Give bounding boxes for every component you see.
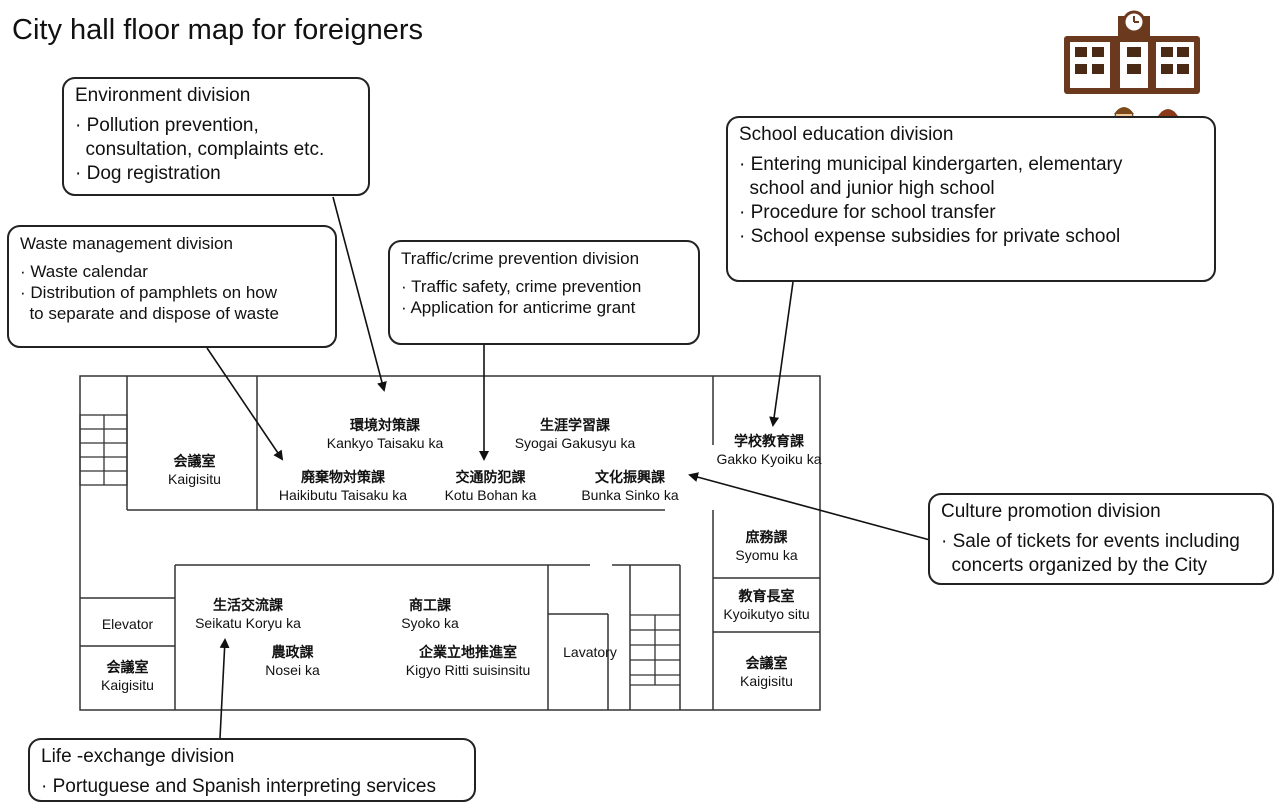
room-en: Kyoikutyo situ — [723, 606, 810, 622]
room-en: Syoko ka — [401, 615, 459, 631]
room-syomu: 庶務課 Syomu ka — [713, 528, 820, 564]
callout-heading: School education division — [739, 124, 954, 145]
room-jp: 交通防犯課 — [455, 469, 526, 485]
page-title: City hall floor map for foreigners — [12, 14, 423, 46]
room-en: Kaigisitu — [101, 677, 154, 693]
floor-plan-walls — [79, 375, 821, 711]
callout-item: consultation, complaints etc. — [75, 139, 325, 160]
arrow-life — [219, 638, 230, 739]
room-kaigisitu-upper: 会議室 Kaigisitu — [147, 452, 242, 488]
room-en: Elevator — [101, 616, 154, 632]
stairs-left — [79, 414, 128, 486]
callout-item: · Pollution prevention, — [75, 115, 259, 136]
room-en: Syogai Gakusyu ka — [514, 435, 636, 451]
room-haikibutu-taisaku: 廃棄物対策課 Haikibutu Taisaku ka — [258, 468, 428, 504]
room-en: Kaigisitu — [740, 673, 793, 689]
room-jp: 農政課 — [271, 644, 314, 660]
room-en: Kigyo Ritti suisinsitu — [405, 662, 531, 678]
room-en: Seikatu Koryu ka — [195, 615, 301, 631]
callout-item: · Distribution of pamphlets on how — [20, 283, 278, 302]
arrow-culture — [688, 472, 931, 541]
arrow-environment — [332, 196, 387, 392]
callout-item: · Dog registration — [75, 163, 221, 184]
room-nosei: 農政課 Nosei ka — [245, 643, 340, 679]
room-jp: 会議室 — [106, 659, 149, 675]
callout-traffic-crime-prevention-division: Traffic/crime prevention division · Traf… — [388, 240, 700, 345]
callout-heading: Life -exchange division — [41, 746, 235, 767]
arrows — [206, 196, 931, 739]
room-elevator: Elevator — [80, 615, 175, 633]
room-kaigisitu-lower-right: 会議室 Kaigisitu — [713, 654, 820, 690]
room-jp: 文化振興課 — [595, 469, 665, 485]
callout-culture-promotion-division: Culture promotion division · Sale of tic… — [928, 493, 1274, 585]
room-en: Kankyo Taisaku ka — [326, 435, 444, 451]
room-en: Syomu ka — [735, 547, 798, 563]
room-gakko-kyoiku: 学校教育課 Gakko Kyoiku ka — [704, 432, 834, 468]
room-en: Haikibutu Taisaku ka — [278, 487, 408, 503]
callout-item: · Procedure for school transfer — [739, 202, 996, 223]
callout-item: to separate and dispose of waste — [20, 304, 279, 323]
callout-heading: Waste management division — [20, 234, 233, 253]
room-jp: 教育長室 — [738, 588, 795, 604]
callout-item: · Traffic safety, crime prevention — [401, 277, 642, 296]
arrow-waste — [206, 347, 284, 461]
room-bunka-sinko: 文化振興課 Bunka Sinko ka — [565, 468, 695, 504]
room-en: Kotu Bohan ka — [444, 487, 537, 503]
room-jp: 環境対策課 — [350, 417, 420, 433]
room-syogai-gakusyu: 生涯学習課 Syogai Gakusyu ka — [500, 416, 650, 452]
callout-heading: Traffic/crime prevention division — [401, 249, 640, 268]
callout-item: · Waste calendar — [20, 262, 148, 281]
room-en: Lavatory — [563, 644, 617, 660]
callout-environment-division: Environment division · Pollution prevent… — [62, 77, 370, 196]
room-en: Nosei ka — [265, 662, 320, 678]
room-jp: 生涯学習課 — [540, 417, 610, 433]
callout-item: · Sale of tickets for events including — [941, 531, 1240, 552]
room-kotu-bohan: 交通防犯課 Kotu Bohan ka — [428, 468, 553, 504]
room-en: Kaigisitu — [168, 471, 221, 487]
room-jp: 学校教育課 — [734, 433, 804, 449]
room-jp: 会議室 — [745, 655, 788, 671]
room-seikatu-koryu: 生活交流課 Seikatu Koryu ka — [178, 596, 318, 632]
room-en: Gakko Kyoiku ka — [716, 451, 822, 467]
room-jp: 生活交流課 — [213, 597, 283, 613]
arrow-school — [769, 281, 794, 427]
stairs-right — [630, 614, 680, 686]
room-jp: 会議室 — [173, 453, 216, 469]
room-kigyo-ritti: 企業立地推進室 Kigyo Ritti suisinsitu — [388, 643, 548, 679]
room-jp: 廃棄物対策課 — [301, 469, 385, 485]
callout-waste-management-division: Waste management division · Waste calend… — [7, 225, 337, 348]
callout-item: · Application for anticrime grant — [401, 298, 636, 317]
room-kyoikutyo: 教育長室 Kyoikutyo situ — [713, 587, 820, 623]
callout-school-education-division: School education division · Entering mun… — [726, 116, 1216, 282]
callout-heading: Culture promotion division — [941, 501, 1161, 522]
room-kankyo-taisaku: 環境対策課 Kankyo Taisaku ka — [315, 416, 455, 452]
room-jp: 商工課 — [409, 597, 451, 613]
callout-heading: Environment division — [75, 85, 251, 106]
room-kaigisitu-lower-left: 会議室 Kaigisitu — [80, 658, 175, 694]
room-en: Bunka Sinko ka — [581, 487, 679, 503]
callout-item: · Portuguese and Spanish interpreting se… — [41, 776, 437, 797]
callout-item: school and junior high school — [739, 178, 995, 199]
room-jp: 庶務課 — [745, 529, 788, 545]
room-jp: 企業立地推進室 — [419, 644, 517, 660]
callout-item: · Entering municipal kindergarten, eleme… — [739, 154, 1123, 175]
callout-item: · School expense subsidies for private s… — [739, 226, 1121, 247]
callout-item: concerts organized by the City — [941, 555, 1208, 576]
room-syoko: 商工課 Syoko ka — [380, 596, 480, 632]
city-hall-building-icon — [1064, 10, 1200, 94]
room-lavatory: Lavatory — [550, 643, 630, 661]
callout-life-exchange-division: Life -exchange division · Portuguese and… — [28, 738, 476, 802]
